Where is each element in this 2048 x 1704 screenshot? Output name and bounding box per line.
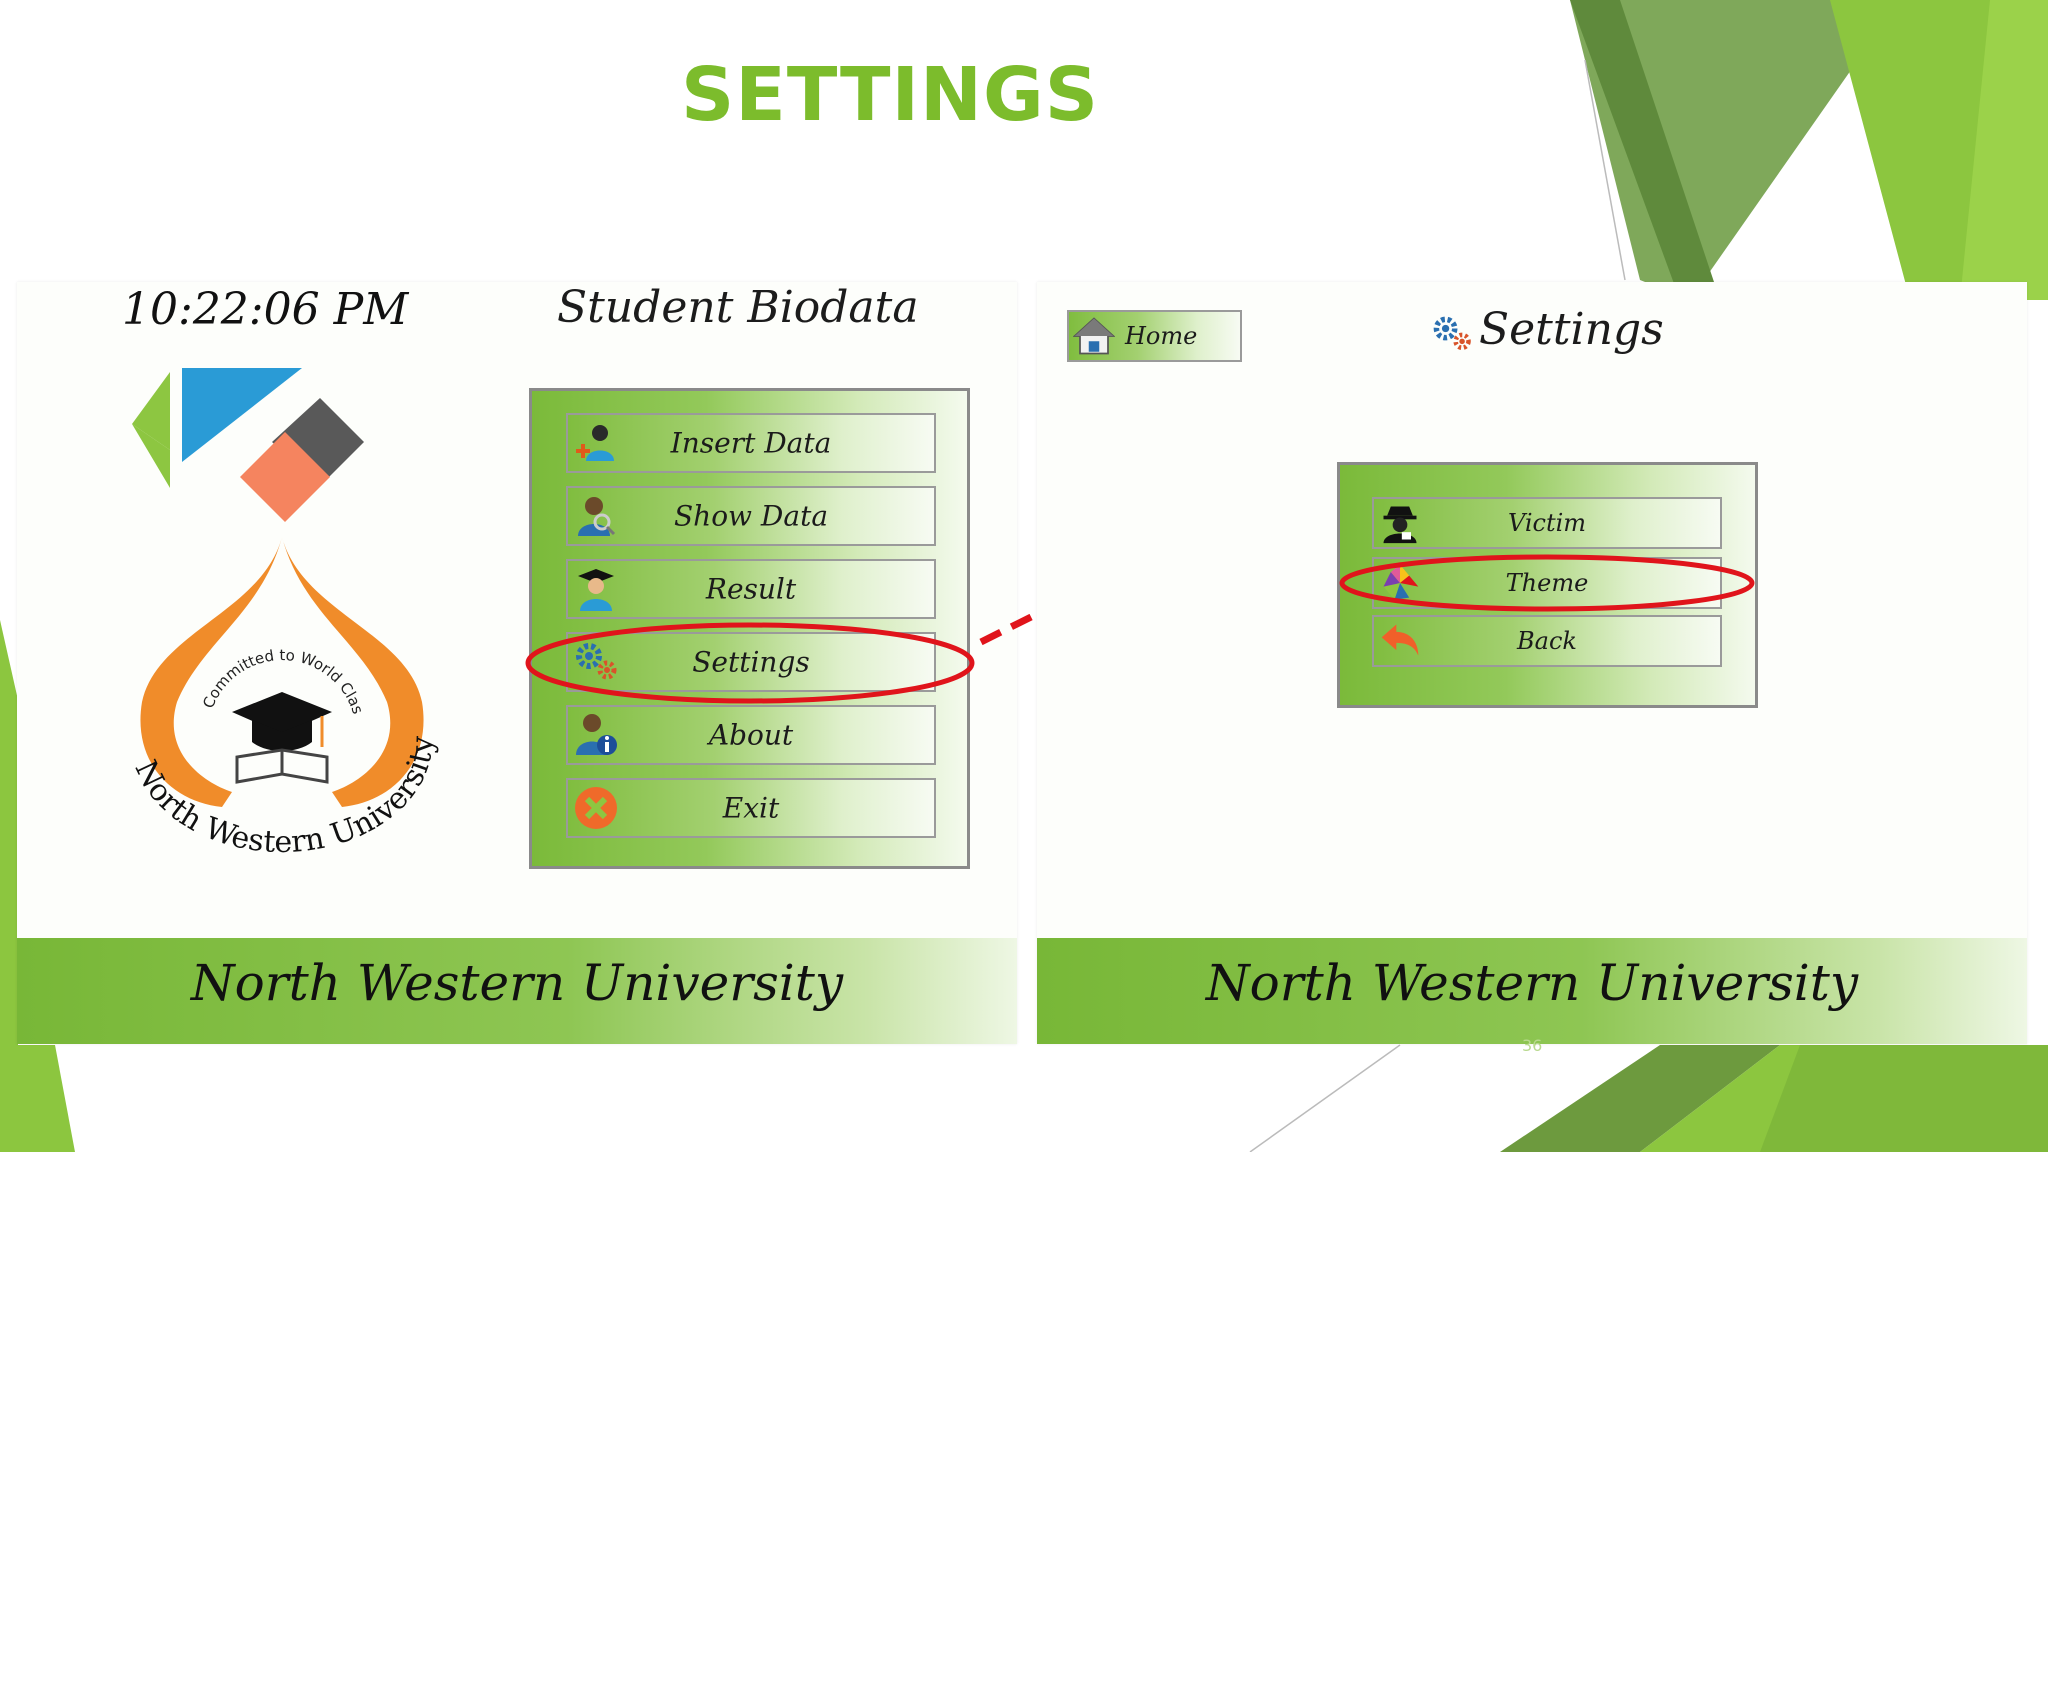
left-footer-band: North Western University [17, 938, 1017, 1044]
settings-highlight-ellipse [525, 622, 975, 704]
close-icon [575, 787, 617, 829]
settings-heading-gears-icon [1433, 316, 1471, 351]
exit-button[interactable]: Exit [566, 778, 936, 838]
settings-screenshot: Home Settings Victim [1037, 282, 2027, 1044]
info-user-icon [576, 714, 617, 755]
theme-button[interactable]: Theme [1372, 557, 1722, 609]
home-label: Home [1125, 322, 1198, 350]
main-menu-panel: Insert Data Show Data Result [529, 388, 970, 869]
slide-title: SETTINGS [681, 52, 1099, 138]
page-number: 36 [1522, 1036, 1543, 1055]
about-label: About [708, 718, 794, 752]
search-user-icon [578, 497, 616, 536]
add-user-icon [576, 425, 614, 461]
show-data-button[interactable]: Show Data [566, 486, 936, 546]
victim-button[interactable]: Victim [1372, 497, 1722, 549]
university-logo: Committed to World Class Education North… [112, 362, 440, 860]
result-label: Result [705, 572, 797, 606]
home-button[interactable]: Home [1067, 310, 1242, 362]
theme-highlight-ellipse [1339, 554, 1755, 612]
graduate-icon [578, 569, 614, 611]
about-button[interactable]: About [566, 705, 936, 765]
settings-button[interactable]: Settings [566, 632, 936, 692]
settings-heading: Settings [1479, 304, 1664, 355]
left-footer-text: North Western University [190, 954, 844, 1012]
back-button[interactable]: Back [1372, 615, 1722, 667]
right-footer-text: North Western University [1205, 954, 1859, 1012]
gears-icon [576, 643, 617, 680]
settings-label: Settings [692, 645, 810, 679]
back-label: Back [1517, 627, 1577, 655]
insert-data-label: Insert Data [670, 426, 832, 460]
exit-label: Exit [722, 791, 780, 825]
show-data-label: Show Data [673, 499, 829, 533]
theme-label: Theme [1505, 569, 1589, 597]
result-button[interactable]: Result [566, 559, 936, 619]
palette-icon [1383, 564, 1419, 600]
back-arrow-icon [1381, 624, 1419, 656]
insert-data-button[interactable]: Insert Data [566, 413, 936, 473]
clock: 10:22:06 PM [122, 284, 409, 335]
main-menu-screenshot: 10:22:06 PM Student Biodata Committed to… [17, 282, 1017, 1044]
spy-icon [1383, 506, 1417, 544]
heading-student-biodata: Student Biodata [557, 282, 919, 333]
victim-label: Victim [1507, 509, 1587, 537]
settings-menu-panel: Victim Theme Back [1337, 462, 1758, 708]
background-decoration [0, 0, 2048, 1152]
right-footer-band: North Western University [1037, 938, 2027, 1044]
home-icon [1073, 317, 1115, 355]
